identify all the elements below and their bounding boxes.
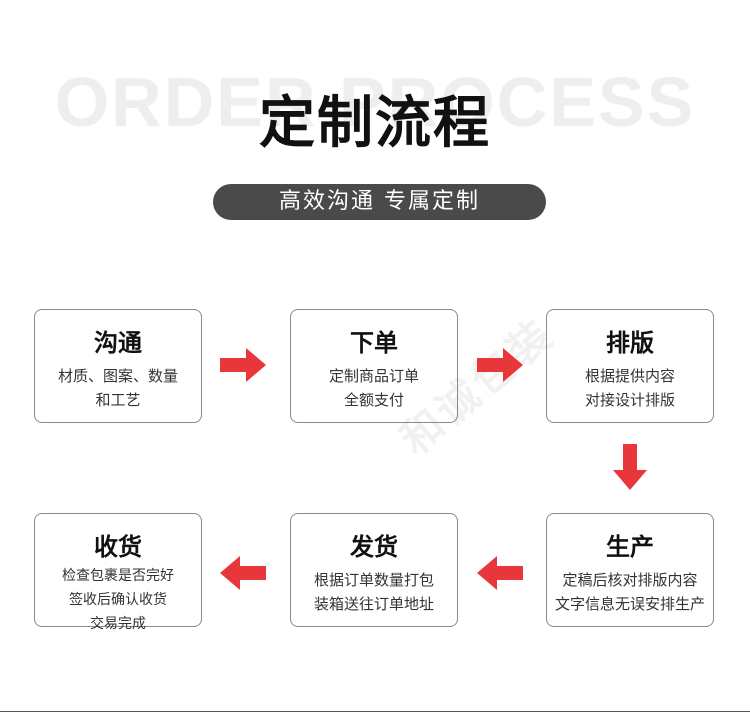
bottom-divider (0, 711, 750, 712)
step-title: 生产 (606, 533, 654, 561)
arrow-right-icon (477, 348, 523, 382)
step-description: 检查包裹是否完好 签收后确认收货 交易完成 (62, 568, 174, 632)
page-title: 定制流程 (259, 91, 491, 156)
step-shipping: 发货 根据订单数量打包 装箱送往订单地址 (290, 513, 458, 627)
step-title: 排版 (606, 329, 654, 357)
subtitle-badge: 高效沟通 专属定制 (213, 184, 546, 220)
arrow-left-icon (220, 556, 266, 590)
step-title: 发货 (350, 533, 398, 561)
step-communication: 沟通 材质、图案、数量 和工艺 (34, 309, 202, 423)
step-production: 生产 定稿后核对排版内容 文字信息无误安排生产 (546, 513, 714, 627)
step-order: 下单 定制商品订单 全额支付 (290, 309, 458, 423)
background-title: ORDER PROCESS (54, 63, 696, 141)
step-description: 根据提供内容 对接设计排版 (584, 367, 675, 409)
step-description: 材质、图案、数量 和工艺 (57, 367, 178, 409)
step-description: 定稿后核对排版内容 文字信息无误安排生产 (554, 571, 705, 613)
step-title: 收货 (94, 533, 142, 561)
step-description: 根据订单数量打包 装箱送往订单地址 (313, 571, 434, 613)
arrow-left-icon (477, 556, 523, 590)
step-description: 定制商品订单 全额支付 (328, 367, 419, 409)
step-title: 下单 (350, 329, 398, 357)
step-title: 沟通 (94, 329, 142, 357)
arrow-down-icon (613, 444, 647, 490)
step-layout: 排版 根据提供内容 对接设计排版 (546, 309, 714, 423)
arrow-right-icon (220, 348, 266, 382)
step-receipt: 收货 检查包裹是否完好 签收后确认收货 交易完成 (34, 513, 202, 632)
